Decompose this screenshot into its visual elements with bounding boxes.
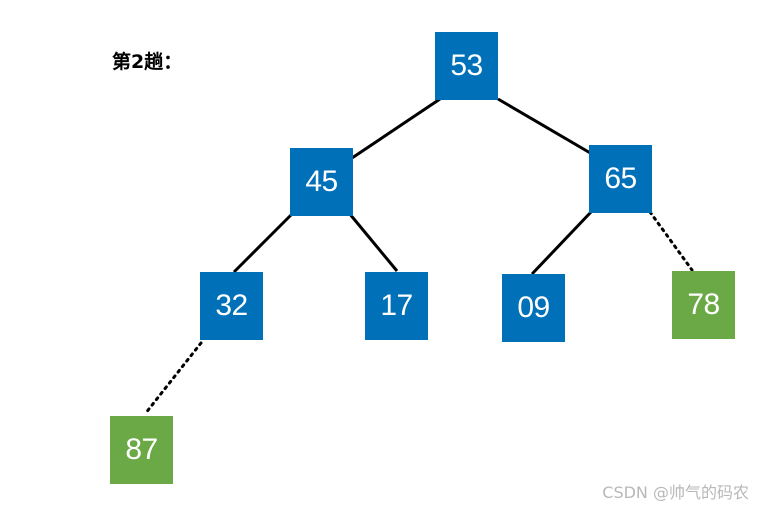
node-right-left: 09 <box>502 274 565 342</box>
watermark: CSDN @帅气的码农 <box>602 483 749 502</box>
edge-65-09 <box>530 210 593 276</box>
edge-65-78 <box>648 210 694 272</box>
edge-53-45 <box>351 97 441 160</box>
edge-45-32 <box>232 212 294 274</box>
node-right: 65 <box>589 145 652 213</box>
pass-label: 第2趟： <box>112 51 183 73</box>
node-left-left: 32 <box>200 272 263 340</box>
node-left-right: 17 <box>365 272 428 340</box>
node-right-right: 78 <box>672 271 735 339</box>
edge-32-87 <box>143 341 203 416</box>
node-left: 45 <box>290 148 353 216</box>
edge-53-65 <box>497 97 593 156</box>
node-root: 53 <box>435 32 498 100</box>
node-left-left-left: 87 <box>110 416 173 484</box>
edge-45-17 <box>347 212 399 272</box>
